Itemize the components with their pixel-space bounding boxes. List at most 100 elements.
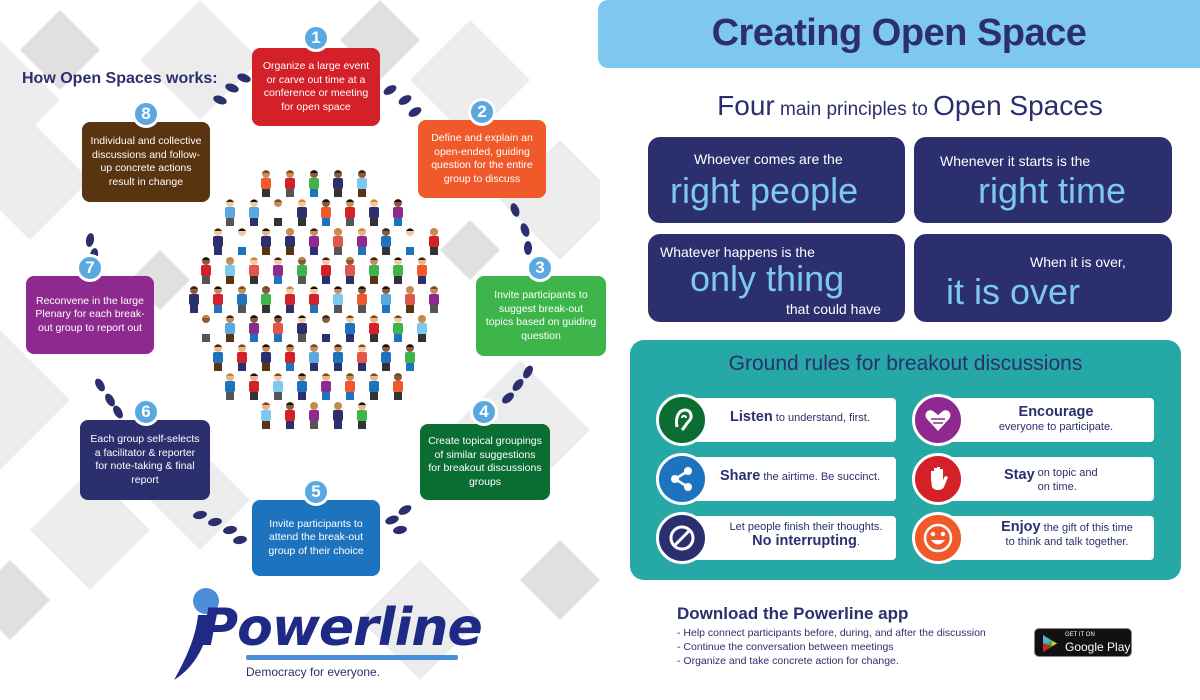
person-figure xyxy=(261,402,271,429)
rule-enjoy xyxy=(934,516,1154,560)
principle-small-text: When it is over, xyxy=(1030,254,1126,270)
step-5-text: Invite participants to attend the break-… xyxy=(268,517,364,557)
person-figure xyxy=(393,257,403,284)
person-figure xyxy=(201,315,211,342)
person-figure xyxy=(309,170,319,197)
person-figure xyxy=(417,257,427,284)
step-8-number: 8 xyxy=(132,100,160,128)
person-figure xyxy=(273,373,283,400)
principle-small-text: Whatever happens is the xyxy=(660,244,815,260)
person-figure xyxy=(417,315,427,342)
person-figure xyxy=(405,286,415,313)
person-figure xyxy=(309,286,319,313)
person-figure xyxy=(345,257,355,284)
rule-rest-text-1: on topic and xyxy=(1037,467,1098,479)
person-figure xyxy=(261,286,271,313)
download-item: - Organize and take concrete action for … xyxy=(677,655,899,667)
person-figure xyxy=(369,373,379,400)
rule-listen-text: Listen to understand, first. xyxy=(730,410,870,425)
person-figure xyxy=(429,286,439,313)
person-figure xyxy=(309,228,319,255)
person-figure xyxy=(381,344,391,371)
principles-heading-part2: main principles to xyxy=(774,99,934,120)
rule-bold-word: Enjoy xyxy=(1001,519,1041,535)
rule-listen xyxy=(680,398,896,442)
person-figure xyxy=(273,257,283,284)
download-item: - Help connect participants before, duri… xyxy=(677,627,986,639)
person-figure xyxy=(225,315,235,342)
person-figure xyxy=(225,199,235,226)
principles-heading-part3: Open Spaces xyxy=(933,90,1103,121)
person-figure xyxy=(357,170,367,197)
rule-no-interrupting xyxy=(680,516,896,560)
principle-large-text: right people xyxy=(670,170,859,211)
rule-share xyxy=(680,457,896,501)
step-1-text: Organize a large event or carve out time… xyxy=(262,60,370,113)
person-figure xyxy=(297,315,307,342)
step-3-card: Invite participants to suggest break-out… xyxy=(476,276,606,356)
principle-small-text: Whoever comes are the xyxy=(694,151,843,167)
person-figure xyxy=(333,286,343,313)
person-figure xyxy=(393,199,403,226)
step-4-card: Create topical groupings of similar sugg… xyxy=(420,424,550,500)
person-figure xyxy=(297,199,307,226)
step-5-number: 5 xyxy=(302,478,330,506)
person-figure xyxy=(381,228,391,255)
person-figure xyxy=(297,373,307,400)
person-figure xyxy=(285,286,295,313)
person-figure xyxy=(309,402,319,429)
person-figure xyxy=(261,344,271,371)
download-item: - Continue the conversation between meet… xyxy=(677,641,894,653)
ground-rules-heading: Ground rules for breakout discussions xyxy=(728,352,1083,375)
rule-no-interrupting-text: Let people finish their thoughts.No inte… xyxy=(718,520,894,549)
rule-bold-word: Encourage xyxy=(1018,404,1094,420)
powerline-logo-mark xyxy=(174,588,219,680)
step-4-text: Create topical groupings of similar sugg… xyxy=(428,435,542,488)
person-figure xyxy=(213,286,223,313)
rule-rest-text: the airtime. Be succinct. xyxy=(760,471,881,483)
person-figure xyxy=(369,257,379,284)
person-figure xyxy=(333,228,343,255)
rule-post-text: . xyxy=(856,536,860,548)
person-figure xyxy=(345,199,355,226)
rule-pre-text: Let people finish their thoughts. xyxy=(729,521,883,533)
principle-card-right-people: Whoever comes are the right people xyxy=(648,137,905,223)
person-figure xyxy=(357,402,367,429)
person-figure xyxy=(189,286,199,313)
step-2-card: Define and explain an open-ended, guidin… xyxy=(418,120,546,198)
smiley-icon xyxy=(912,512,964,564)
person-figure xyxy=(357,344,367,371)
rule-rest-text-1: the gift of this time xyxy=(1040,522,1133,534)
step-1-card: Organize a large event or carve out time… xyxy=(252,48,380,126)
person-figure xyxy=(381,286,391,313)
person-figure xyxy=(261,228,271,255)
google-play-badge[interactable]: GET IT ON Google Play xyxy=(1034,628,1132,657)
person-figure xyxy=(297,257,307,284)
stop-hand-icon xyxy=(912,453,964,505)
person-figure xyxy=(345,373,355,400)
ear-icon xyxy=(656,394,708,446)
rule-encourage xyxy=(934,398,1154,442)
rule-rest-text-2: to think and talk together. xyxy=(1005,536,1129,548)
powerline-logo-text: Powerline xyxy=(200,598,483,658)
person-figure xyxy=(285,170,295,197)
how-it-works-heading: How Open Spaces works: xyxy=(22,70,218,87)
person-figure xyxy=(357,286,367,313)
person-figure xyxy=(333,170,343,197)
person-figure xyxy=(285,402,295,429)
person-figure xyxy=(333,402,343,429)
step-2-text: Define and explain an open-ended, guidin… xyxy=(431,132,533,185)
title-banner xyxy=(598,0,1200,68)
person-figure xyxy=(237,228,247,255)
person-figure xyxy=(285,228,295,255)
rule-rest-text: to understand, first. xyxy=(772,412,870,424)
rule-bold-word: Listen xyxy=(730,409,773,425)
person-figure xyxy=(225,373,235,400)
rule-bold-word: Share xyxy=(720,468,761,484)
principle-small-text: Whenever it starts is the xyxy=(940,153,1091,169)
person-figure xyxy=(249,199,259,226)
person-figure xyxy=(321,315,331,342)
logo-underline xyxy=(246,655,458,660)
step-3-text: Invite participants to suggest break-out… xyxy=(485,289,597,342)
person-figure xyxy=(261,170,271,197)
